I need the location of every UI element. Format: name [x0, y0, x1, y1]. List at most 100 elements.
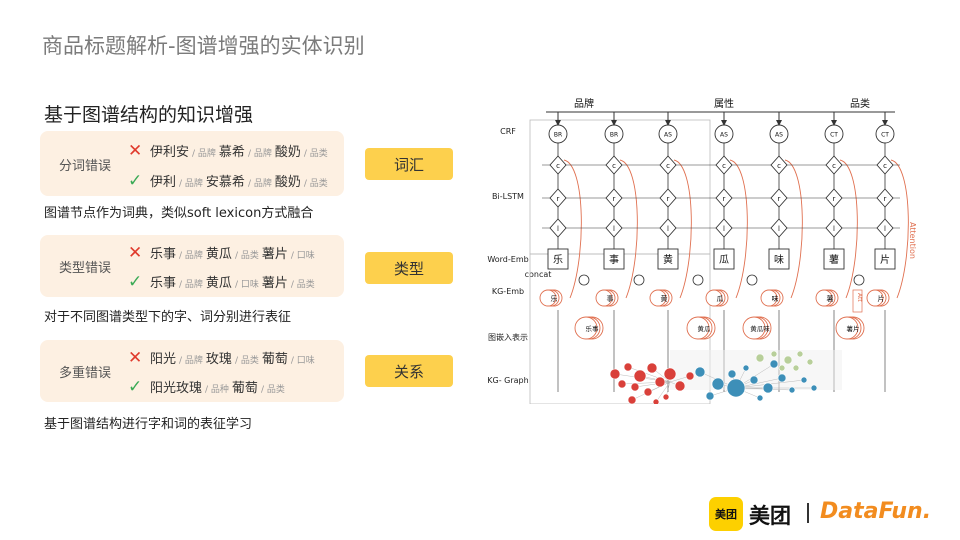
kg-char-node — [595, 289, 613, 307]
datafun-logo: DataFun. — [820, 499, 932, 524]
lstm-cell-label: c — [666, 162, 670, 170]
lstm-cell — [876, 155, 894, 175]
attention-curve — [729, 159, 748, 299]
word-emb-box — [713, 248, 735, 270]
lstm-cell — [549, 155, 567, 175]
char-label: 味 — [774, 254, 784, 266]
attention-curve — [563, 159, 582, 299]
lstm-cell-label: l — [613, 225, 615, 233]
crf-node — [548, 124, 568, 144]
layer-label: 图嵌入表示 — [488, 332, 528, 342]
attention-curve — [673, 159, 692, 299]
graph-node-red — [646, 362, 658, 374]
panel-description: 对于不同图谱类型下的字、词分别进行表征 — [44, 310, 292, 325]
attention-curve — [784, 159, 803, 299]
graph-node-red — [630, 382, 640, 392]
entity-text: 慕希 — [218, 145, 245, 160]
kg-char-node — [539, 289, 557, 307]
lstm-cell-label: l — [723, 225, 725, 233]
graph-node-blue — [705, 391, 715, 401]
lstm-cell — [770, 188, 788, 208]
graph-node-red — [663, 367, 677, 381]
lstm-cell — [549, 188, 567, 208]
entity-text: 安慕希 — [205, 175, 245, 190]
panel-label: 分词错误 — [58, 159, 111, 174]
check-icon: ✓ — [128, 377, 143, 397]
graph-node-red — [633, 369, 647, 383]
lstm-cell-label: c — [722, 162, 726, 170]
entity-type-tag: / 品牌 — [179, 280, 203, 290]
lstm-cell-label: c — [883, 162, 887, 170]
attention-curve — [839, 159, 858, 299]
char-label: 瓜 — [719, 254, 729, 266]
entity-type-tag: / 品牌 — [179, 179, 203, 189]
entity-type-tag: / 品类 — [290, 280, 315, 290]
graph-node-red — [617, 379, 627, 389]
graph-node-red — [623, 362, 633, 372]
entity-type-tag: / 品类 — [303, 179, 328, 189]
entity-type-label: 品牌 — [574, 97, 594, 110]
att-label: Att — [856, 293, 863, 302]
entity-type-tag: / 品牌 — [179, 251, 203, 261]
crf-node — [769, 124, 789, 144]
concat-node — [578, 274, 590, 286]
entity-text: 乐事 — [150, 276, 177, 291]
crf-tag: CT — [830, 132, 838, 139]
entity-text: 薯片 — [261, 276, 288, 291]
error-panel-segmentation: 分词错误 ✕伊利安/ 品牌慕希/ 品牌酸奶/ 品类 ✓伊利/ 品牌安慕希/ 品牌… — [40, 131, 344, 196]
entity-type-tag: / 品类 — [260, 385, 285, 395]
layer-label: Bi-LSTM — [492, 192, 524, 201]
lstm-cell — [605, 188, 623, 208]
kg-char-label: 片 — [878, 294, 885, 303]
graph-node-green — [796, 350, 804, 358]
entity-type-tag: / 品牌 — [192, 149, 216, 159]
kg-word-label: 黄瓜 — [698, 324, 712, 333]
lstm-cell — [659, 155, 677, 175]
graph-node-green — [778, 364, 786, 372]
lstm-cell — [549, 218, 567, 238]
lstm-cell-label: r — [613, 195, 616, 203]
entity-text: 葡萄 — [231, 381, 258, 396]
word-emb-box — [547, 248, 569, 270]
kg-char-node — [705, 289, 723, 307]
cross-icon: ✕ — [128, 348, 143, 368]
graph-node-green — [755, 353, 765, 363]
panel-description: 基于图谱结构进行字和词的表征学习 — [44, 417, 253, 432]
crf-node — [824, 124, 844, 144]
lstm-cell-label: c — [777, 162, 781, 170]
entity-type-label: 品类 — [850, 97, 870, 110]
word-emb-box — [657, 248, 679, 270]
kg-word-node — [835, 316, 859, 340]
attention-curve — [890, 159, 909, 299]
lstm-cell — [825, 218, 843, 238]
entity-type-tag: / 口味 — [290, 356, 315, 366]
panel-label: 类型错误 — [58, 261, 111, 276]
lstm-cell-label: l — [884, 225, 886, 233]
lstm-cell — [715, 155, 733, 175]
layer-label: KG- Graph — [487, 376, 528, 385]
entity-type-tag: / 品类 — [234, 356, 259, 366]
graph-node-blue — [756, 394, 764, 402]
entity-type-tag: / 品类 — [303, 149, 328, 159]
entity-text: 阳光玫瑰 — [150, 381, 203, 396]
word-emb-box — [823, 248, 845, 270]
kg-char-node — [649, 289, 667, 307]
char-label: 黄 — [663, 253, 673, 266]
att-box — [852, 289, 863, 313]
entity-type-tag: / 口味 — [290, 251, 315, 261]
lstm-cell — [825, 188, 843, 208]
graph-node-green — [806, 358, 814, 366]
check-icon: ✓ — [128, 272, 143, 292]
kg-char-label: 事 — [607, 294, 614, 303]
crf-tag: BR — [610, 132, 618, 139]
graph-node-blue — [788, 386, 796, 394]
graph-node-green — [792, 364, 800, 372]
layer-label: KG-Emb — [492, 287, 524, 296]
char-label: 乐 — [553, 254, 563, 266]
lstm-cell-label: r — [884, 195, 887, 203]
kg-word-label: 薯片 — [847, 324, 860, 333]
error-panel-multiple: 多重错误 ✕阳光/ 品牌玫瑰/ 品类葡萄/ 口味 ✓阳光玫瑰/ 品种葡萄/ 品类 — [40, 340, 344, 402]
graph-node-blue — [694, 366, 706, 378]
lstm-cell — [659, 188, 677, 208]
word-emb-box — [768, 248, 790, 270]
